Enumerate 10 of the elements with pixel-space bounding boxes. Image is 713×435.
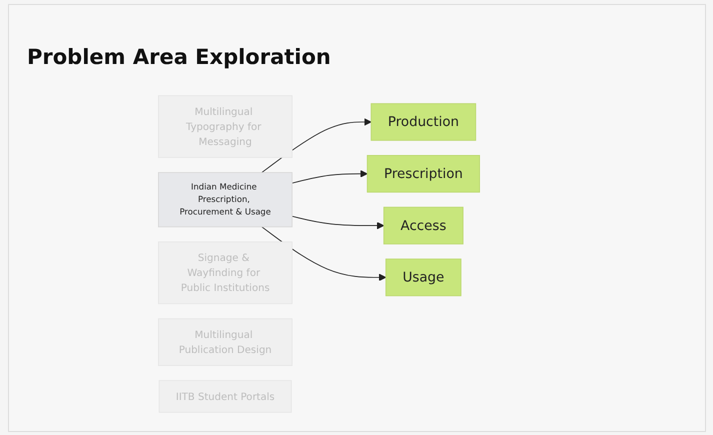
node-box: Usage [385, 258, 462, 296]
arrow [292, 170, 368, 184]
page-title: Problem Area Exploration [27, 45, 331, 69]
node-box: Prescription [366, 155, 480, 193]
arrow [292, 216, 384, 230]
node-box: Indian Medicine Prescription, Procurement & Usage [158, 172, 293, 228]
arrow [261, 118, 372, 173]
arrow [261, 226, 386, 282]
node-box: Production [370, 103, 476, 141]
node-box: Access [383, 206, 464, 244]
